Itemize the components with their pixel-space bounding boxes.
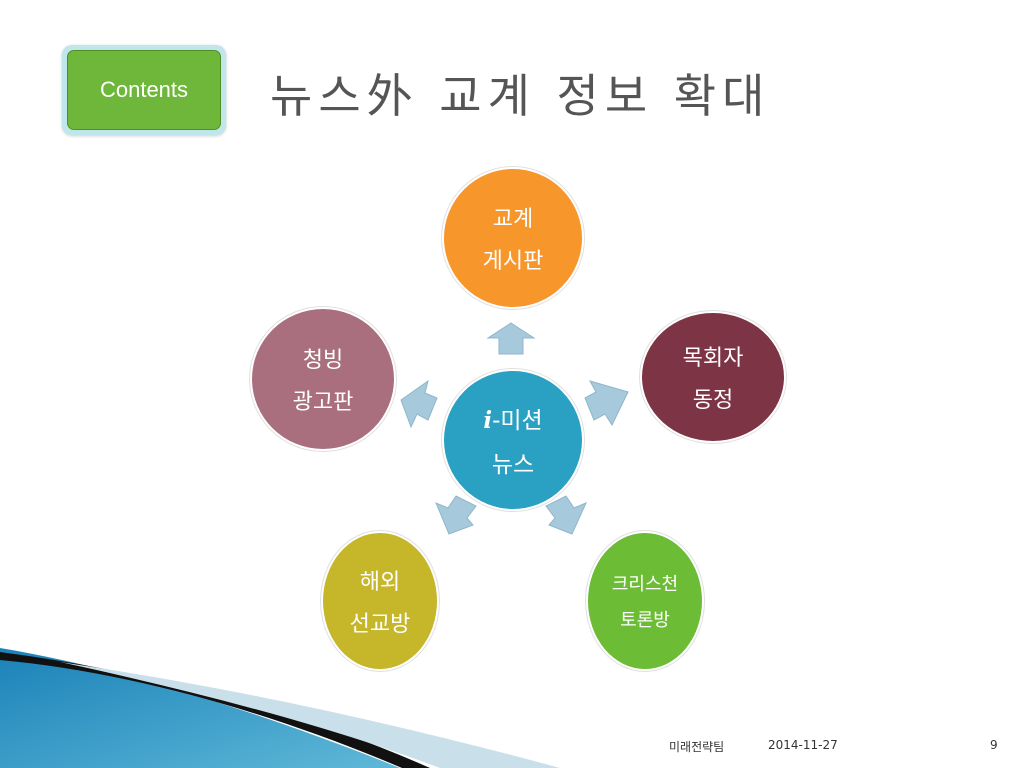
- arrow-up: [486, 322, 536, 355]
- footer-date: 2014-11-27: [768, 738, 838, 752]
- contents-label: Contents: [67, 50, 221, 130]
- node-bottom-right-line1: 크리스천: [611, 574, 679, 595]
- node-center-line1: i-미션: [483, 401, 542, 435]
- node-christian-forum: 크리스천 토론방: [586, 531, 704, 671]
- node-top-line1: 교계: [492, 207, 534, 232]
- node-overseas-mission: 해외 선교방: [321, 531, 439, 671]
- node-right-line2: 동정: [692, 388, 734, 413]
- node-center-imission-news: i-미션 뉴스: [442, 369, 584, 511]
- node-center-prefix: i: [483, 407, 493, 434]
- node-bottom-left-line2: 선교방: [349, 612, 411, 637]
- arrow-bottom-right: [545, 495, 587, 535]
- node-right-line1: 목회자: [682, 346, 744, 371]
- slide-title: 뉴스外 교계 정보 확대: [270, 69, 771, 123]
- node-church-board: 교계 게시판: [442, 167, 584, 309]
- node-top-line2: 게시판: [482, 249, 544, 274]
- node-bottom-left-line1: 해외: [359, 570, 401, 595]
- node-pastor-news: 목회자 동정: [640, 311, 786, 443]
- node-center-line1-rest: -미션: [492, 408, 543, 434]
- arrow-right: [584, 380, 629, 427]
- node-center-line2: 뉴스: [491, 452, 535, 478]
- contents-badge: Contents: [62, 45, 226, 135]
- arrow-left: [400, 379, 438, 429]
- node-bottom-right-line2: 토론방: [620, 610, 670, 631]
- node-call-ads: 청빙 광고판: [250, 307, 396, 451]
- footer-page-number: 9: [990, 738, 998, 752]
- footer-team: 미래전략팀: [669, 740, 725, 754]
- arrow-bottom-left: [435, 495, 477, 535]
- node-left-line2: 광고판: [292, 390, 354, 415]
- node-left-line1: 청빙: [302, 348, 344, 373]
